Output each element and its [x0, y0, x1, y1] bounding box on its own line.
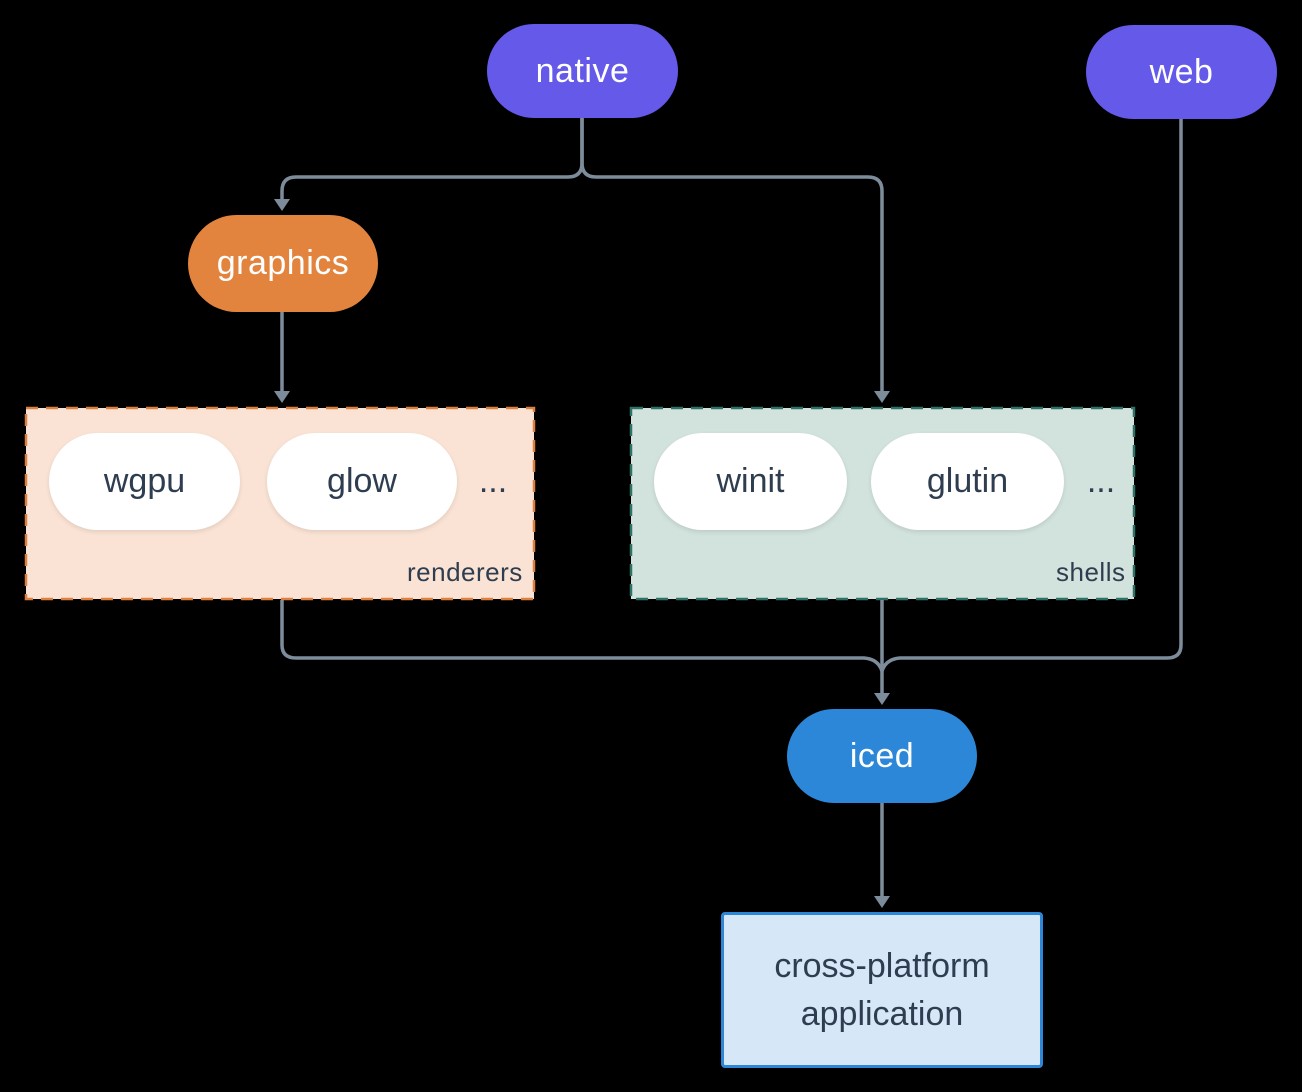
shells-ellipsis: ... — [1086, 462, 1116, 500]
chip-winit: winit — [654, 433, 847, 530]
edge-web-to-iced — [880, 119, 1183, 672]
chip-wgpu-label: wgpu — [103, 462, 186, 500]
renderers-ellipsis: ... — [478, 462, 508, 500]
chip-glutin: glutin — [871, 433, 1064, 530]
chip-wgpu: wgpu — [49, 433, 240, 530]
chip-winit-label: winit — [716, 462, 785, 500]
arrowhead-application — [874, 896, 890, 908]
application-label-line2: application — [800, 995, 964, 1033]
node-native: native — [487, 24, 678, 118]
node-web: web — [1086, 25, 1277, 119]
chip-glutin-label: glutin — [926, 462, 1009, 500]
arrowhead-shells — [874, 391, 890, 403]
arrowhead-renderers — [274, 391, 290, 403]
arrowhead-iced — [874, 693, 890, 705]
edge-native-to-graphics — [280, 118, 584, 199]
edge-renderers-to-iced — [280, 600, 884, 672]
application-label-line1: cross-platform — [774, 946, 990, 985]
node-application: cross-platform application — [721, 912, 1043, 1068]
node-iced: iced — [787, 709, 977, 803]
node-graphics-label: graphics — [216, 244, 350, 282]
arrowhead-graphics — [274, 199, 290, 211]
renderers-group-label: renderers — [407, 557, 523, 587]
node-graphics: graphics — [188, 215, 378, 312]
chip-glow-label: glow — [327, 462, 397, 500]
node-native-label: native — [535, 51, 630, 90]
node-web-label: web — [1149, 52, 1214, 91]
edge-native-to-shells — [580, 118, 884, 391]
shells-group-label: shells — [1056, 557, 1126, 587]
chip-glow: glow — [267, 433, 457, 530]
node-iced-label: iced — [849, 736, 915, 775]
